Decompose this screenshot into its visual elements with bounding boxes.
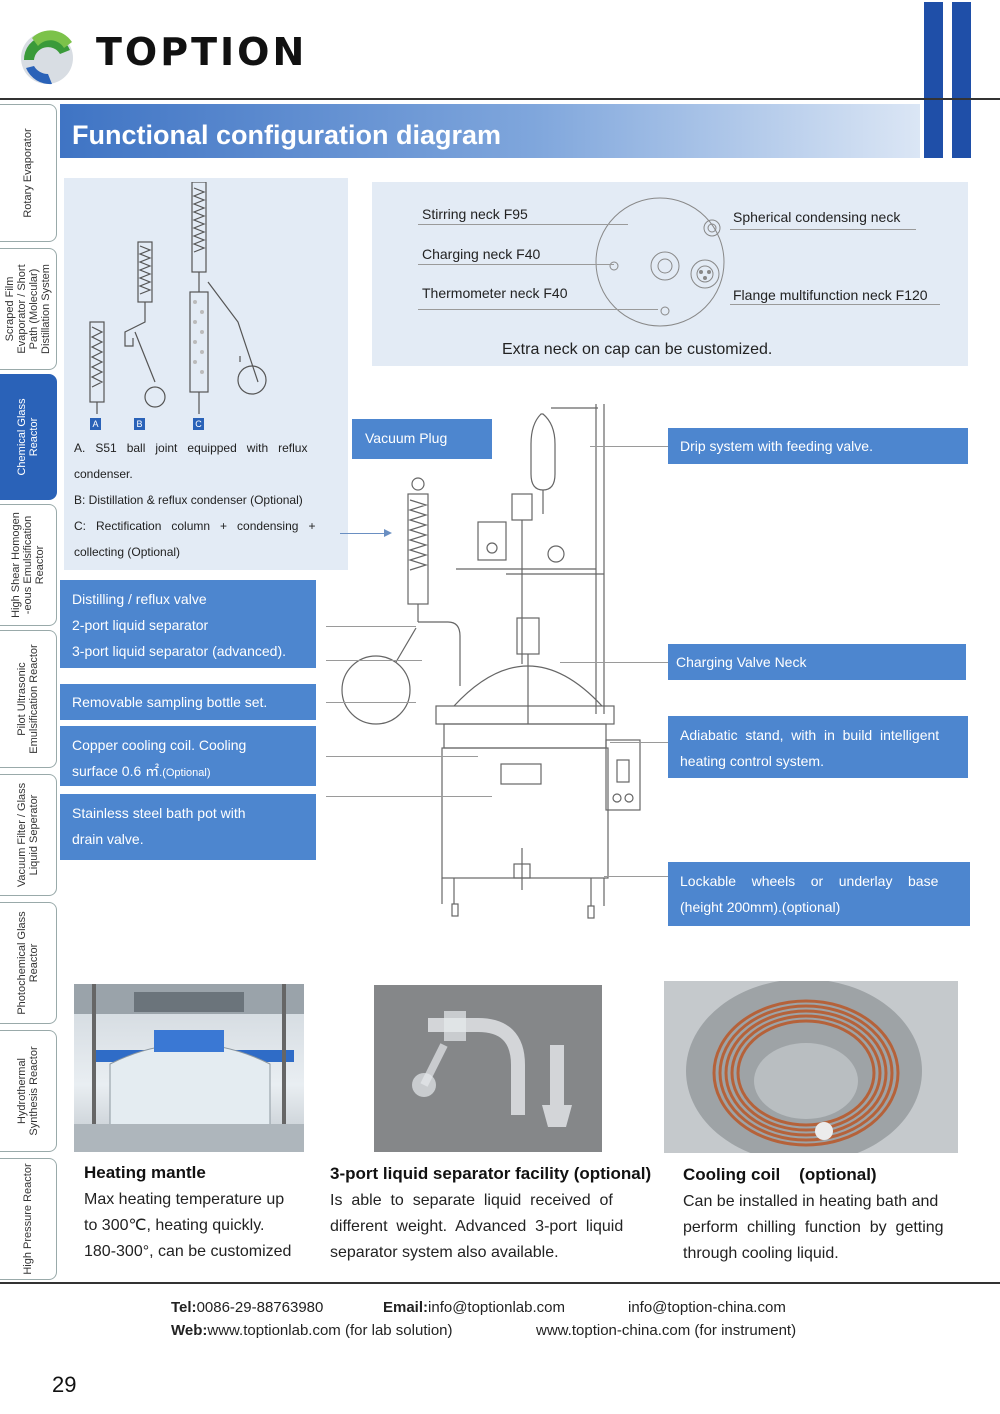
leader-line (418, 309, 658, 310)
condenser-c-text: C: Rectification column + condensing + (74, 519, 316, 533)
cooling-coil-photo (664, 981, 958, 1153)
sidebar-item-chemical-glass-reactor[interactable]: Chemical Glass Reactor (0, 374, 57, 500)
footer-tel: Tel:0086-29-88763980 (171, 1299, 324, 1316)
sidebar-item-label: Scraped Film Evaporator / Short Path (Mo… (4, 264, 52, 354)
sidebar-item-label: High Shear Homogen -eous Emulsification … (10, 512, 46, 618)
leader-line (730, 304, 940, 305)
footer-email-2: info@toption-china.com (628, 1299, 786, 1316)
feature-heading: Heating mantle (84, 1163, 206, 1182)
page-number: 29 (52, 1372, 77, 1397)
feature-text: Can be installed in heating bath and per… (683, 1193, 944, 1262)
cap-note: Extra neck on cap can be customized. (502, 341, 773, 358)
cap-panel (372, 182, 968, 366)
title-band (60, 104, 920, 158)
feature-text: Is able to separate liquid received of d… (330, 1192, 624, 1261)
label-adiabatic-stand: Adiabatic stand, with in build intellige… (668, 716, 968, 778)
leader-line (418, 264, 614, 265)
condenser-b-text: B: Distillation & reflux condenser (Opti… (74, 493, 303, 507)
sidebar-item-hydrothermal[interactable]: Hydrothermal Synthesis Reactor (0, 1030, 57, 1152)
leader-line (340, 533, 388, 534)
reactor-diagram (341, 404, 641, 919)
sidebar-item-vacuum-filter[interactable]: Vacuum Filter / Glass Liquid Seperator (0, 774, 57, 896)
heating-mantle-photo (74, 984, 304, 1152)
feature-text: Max heating temperature up to 300℃, heat… (84, 1191, 292, 1260)
page-title: Functional configuration diagram (72, 120, 502, 150)
sidebar-item-label: Photochemical Glass Reactor (16, 911, 40, 1015)
leader-line (560, 662, 668, 663)
condenser-a-text-cont: condenser. (74, 467, 133, 481)
footer-divider (0, 1282, 1000, 1284)
tag-a: A (90, 418, 101, 430)
arrow-icon (384, 529, 392, 537)
footer-email: Email:info@toptionlab.com (383, 1299, 565, 1316)
label-sampling: Removable sampling bottle set. (60, 684, 316, 720)
sidebar-item-scraped-film[interactable]: Scraped Film Evaporator / Short Path (Mo… (0, 248, 57, 370)
tag-b: B (134, 418, 145, 430)
header-accent-bar (924, 2, 943, 158)
condenser-a-text: A. S51 ball joint equipped with reflux (74, 441, 308, 455)
sidebar-item-photochemical[interactable]: Photochemical Glass Reactor (0, 902, 57, 1024)
label-drip-system: Drip system with feeding valve. (668, 428, 968, 464)
leader-line (326, 660, 422, 661)
leader-line (610, 742, 668, 743)
tag-c: C (193, 418, 204, 430)
leader-line (326, 796, 492, 797)
condenser-drawings (89, 182, 267, 414)
leader-line (326, 756, 478, 757)
cap-label-stirring: Stirring neck F95 (422, 206, 528, 222)
leader-line (326, 626, 416, 627)
sidebar-item-high-shear[interactable]: High Shear Homogen -eous Emulsification … (0, 504, 57, 626)
liquid-separator-photo (374, 985, 602, 1152)
sidebar-item-label: Rotary Evaporator (22, 128, 34, 218)
leader-line (730, 229, 916, 230)
cap-label-spherical: Spherical condensing neck (733, 209, 901, 225)
sidebar-item-label: Chemical Glass Reactor (16, 398, 40, 476)
label-vacuum-plug: Vacuum Plug (352, 419, 492, 459)
toption-logo (21, 30, 73, 85)
leader-line (590, 446, 668, 447)
condenser-c-text-cont: collecting (Optional) (74, 545, 181, 559)
brand-name: TOPTION (96, 30, 308, 74)
feature-heading: Cooling coil (optional) (683, 1165, 877, 1184)
footer-web: Web:www.toptionlab.com (for lab solution… (171, 1322, 453, 1339)
footer-web-2: www.toption-china.com (for instrument) (536, 1322, 797, 1339)
cap-label-thermometer: Thermometer neck F40 (422, 285, 568, 301)
leader-line (604, 876, 668, 877)
sidebar-item-label: Vacuum Filter / Glass Liquid Seperator (16, 782, 40, 888)
header-accent-bar (952, 2, 971, 158)
label-charging-valve-neck: Charging Valve Neck (668, 644, 966, 680)
sidebar-item-high-pressure[interactable]: High Pressure Reactor (0, 1158, 57, 1280)
leader-line (326, 702, 416, 703)
feature-heading: 3-port liquid separator facility (option… (330, 1164, 652, 1183)
sidebar-item-label: Hydrothermal Synthesis Reactor (16, 1046, 40, 1136)
leader-line (418, 224, 628, 225)
sidebar-item-label: Pilot Ultrasonic Emulsification Reactor (16, 644, 40, 754)
cap-diagram (595, 197, 725, 327)
label-copper-coil: Copper cooling coil. Cooling surface 0.6… (60, 726, 316, 786)
sidebar-item-pilot-ultrasonic[interactable]: Pilot Ultrasonic Emulsification Reactor (0, 630, 57, 768)
sidebar-item-rotary-evaporator[interactable]: Rotary Evaporator (0, 104, 57, 242)
label-wheels: Lockable wheels or underlay base(height … (668, 862, 970, 926)
header-divider (0, 98, 1000, 100)
sidebar-item-label: High Pressure Reactor (22, 1163, 34, 1275)
cap-label-charging: Charging neck F40 (422, 246, 541, 262)
cap-label-flange: Flange multifunction neck F120 (733, 287, 928, 303)
